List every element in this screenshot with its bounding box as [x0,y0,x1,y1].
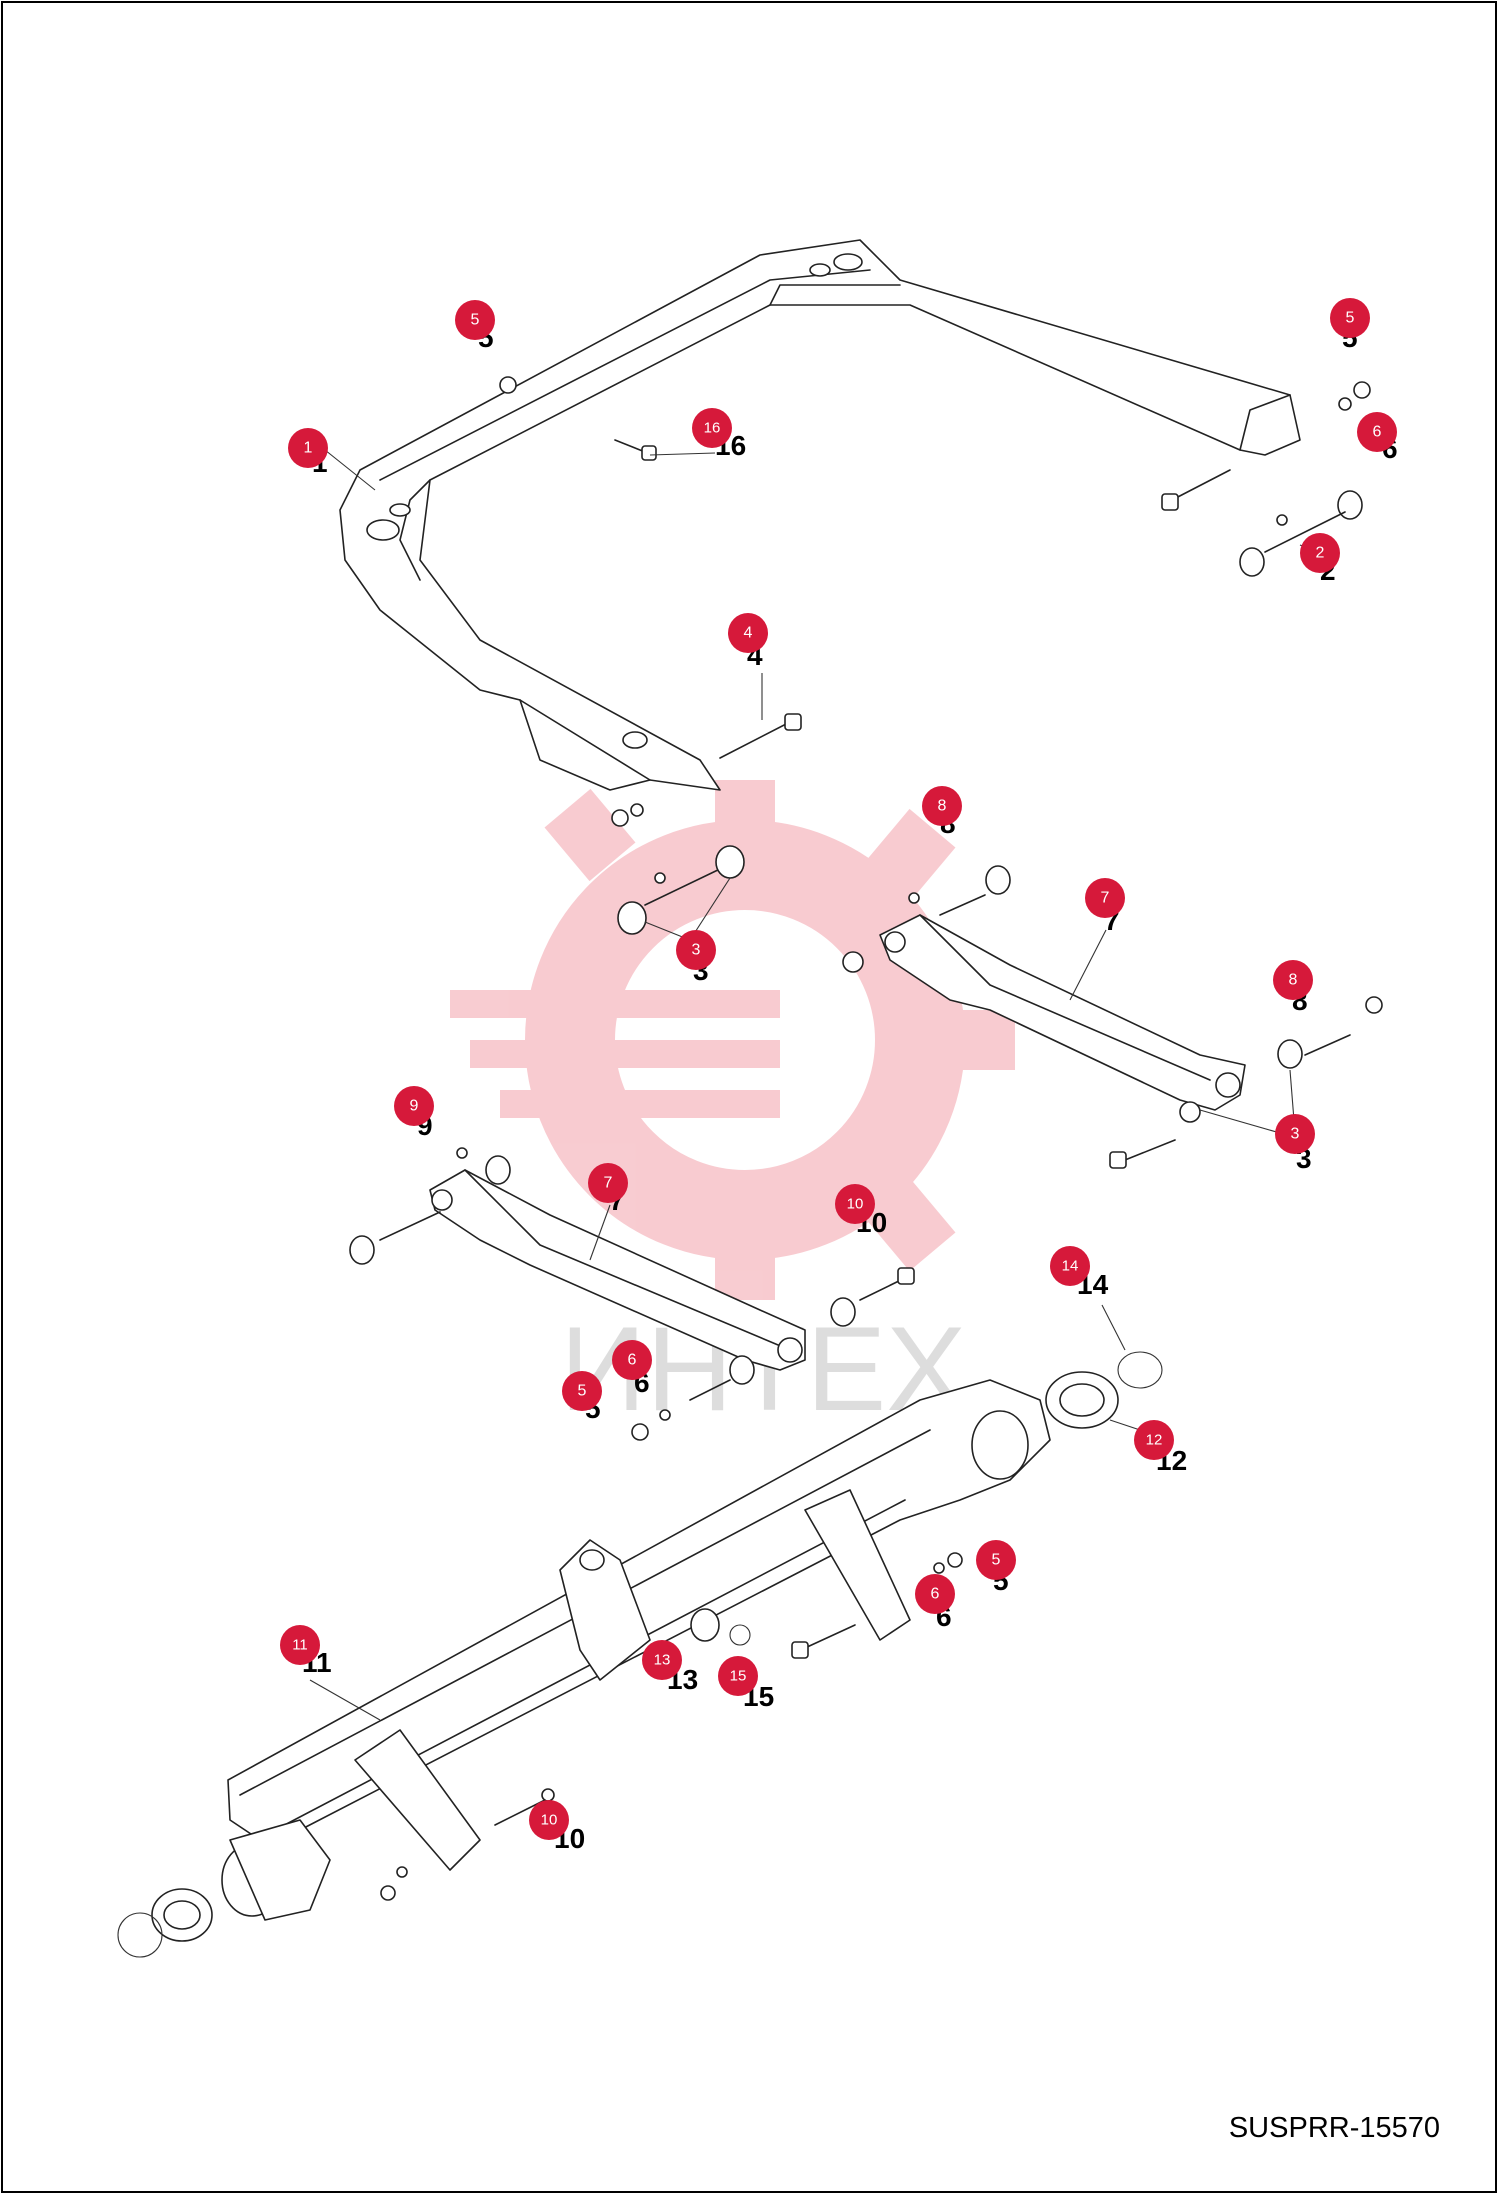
svg-text:1: 1 [304,440,313,457]
callout-badge-16: 16 [692,408,732,448]
callout-badge-14: 14 [1050,1246,1090,1286]
watermark-gear-icon [450,780,1015,1300]
bushing-group-3-drawing [617,845,745,935]
callout-badge-5: 5 [455,300,495,340]
callout-badge-7: 7 [1085,878,1125,918]
callout-badge-10: 10 [835,1184,875,1224]
callout-badge-7: 7 [588,1163,628,1203]
callout-badge-13: 13 [642,1640,682,1680]
callout-badge-6: 6 [1357,412,1397,452]
svg-text:3: 3 [692,942,701,959]
svg-text:6: 6 [628,1352,637,1369]
upper-trailing-arm-drawing [842,865,1383,1169]
svg-text:7: 7 [1101,890,1110,907]
svg-text:13: 13 [654,1652,671,1669]
svg-text:3: 3 [1291,1126,1300,1143]
callout-badge-3: 3 [1275,1114,1315,1154]
callout-badge-9: 9 [394,1086,434,1126]
callout-badge-5: 5 [976,1540,1016,1580]
callout-badge-15: 15 [718,1656,758,1696]
leader-lines [309,449,1321,1721]
callout-badge-6: 6 [915,1574,955,1614]
svg-text:11: 11 [292,1637,308,1654]
svg-text:10: 10 [541,1812,558,1829]
svg-text:6: 6 [931,1586,940,1603]
svg-text:16: 16 [704,420,721,437]
svg-text:7: 7 [604,1175,613,1192]
lower-trailing-arm-drawing [349,1147,915,1441]
svg-text:8: 8 [1289,972,1298,989]
callout-badge-11: 11 [280,1625,320,1665]
callout-badges: 1 2 3 3 4 5 5 5 5 6 6 6 7 7 8 8 9 10 10 … [280,298,1397,1840]
svg-text:6: 6 [1373,424,1382,441]
callout-badge-1: 1 [288,428,328,468]
callout-badge-8: 8 [1273,960,1313,1000]
callout-badge-6: 6 [612,1340,652,1380]
document-code: SUSPRR-15570 [1228,2112,1440,2144]
svg-text:5: 5 [578,1383,587,1400]
rear-axle-drawing [117,1351,1163,1958]
svg-text:5: 5 [992,1552,1001,1569]
upper-frame-drawing [339,239,1371,827]
svg-text:5: 5 [471,312,480,329]
svg-text:5: 5 [1346,310,1355,327]
svg-text:4: 4 [744,625,753,642]
callout-badge-3: 3 [676,930,716,970]
callout-badge-5: 5 [562,1371,602,1411]
callout-badge-12: 12 [1134,1420,1174,1460]
callout-badge-5: 5 [1330,298,1370,338]
svg-text:8: 8 [938,798,947,815]
svg-text:2: 2 [1316,545,1325,562]
callout-badge-4: 4 [728,613,768,653]
callout-badge-8: 8 [922,786,962,826]
callout-badge-10: 10 [529,1800,569,1840]
svg-text:10: 10 [847,1196,864,1213]
svg-text:9: 9 [410,1098,419,1115]
svg-text:14: 14 [1062,1258,1079,1275]
svg-text:15: 15 [730,1668,747,1685]
callout-badge-2: 2 [1300,533,1340,573]
svg-text:12: 12 [1146,1432,1163,1449]
